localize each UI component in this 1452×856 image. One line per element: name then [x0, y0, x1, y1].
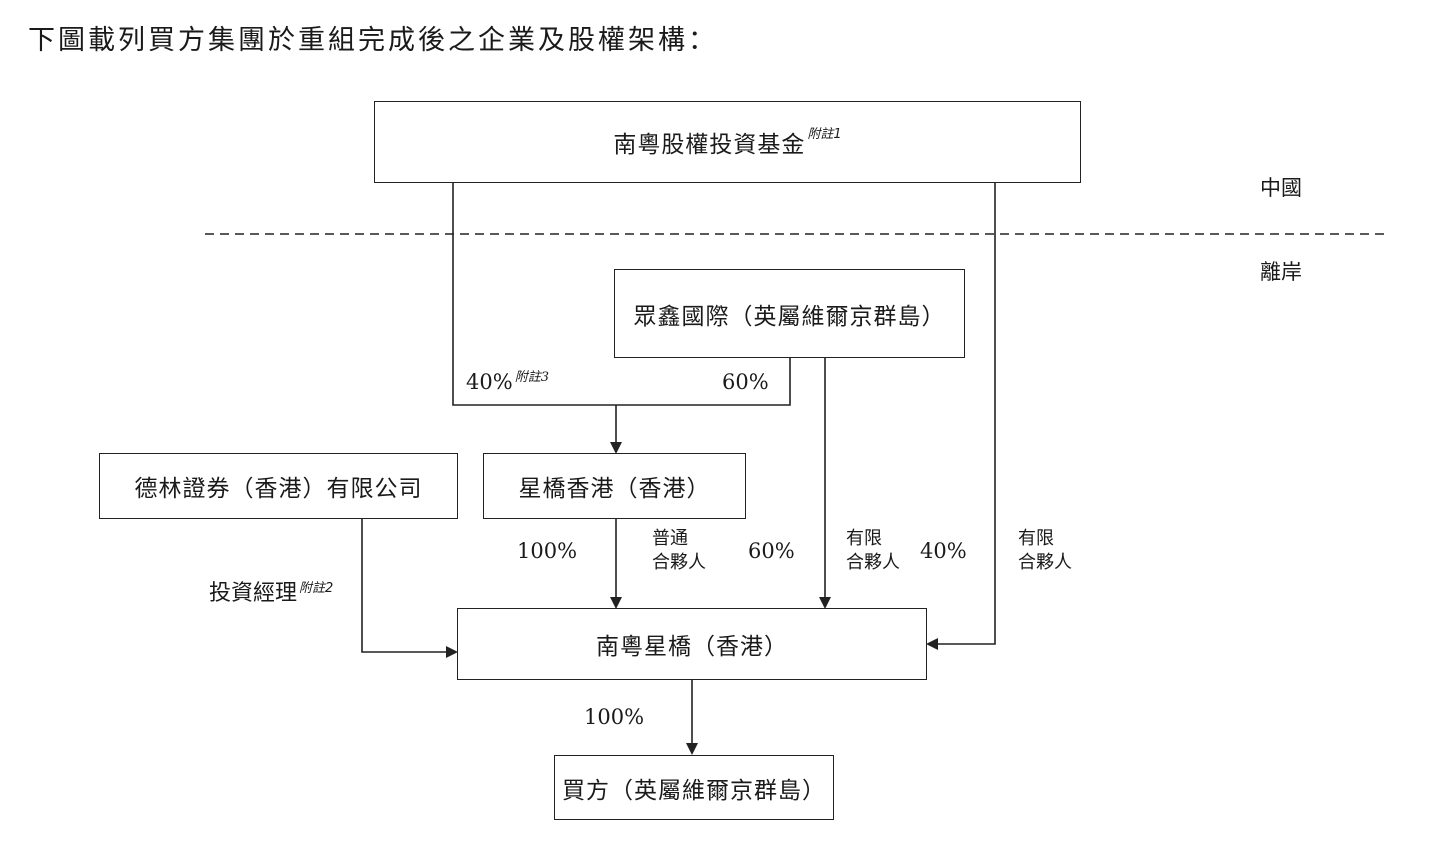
entity-nanyue-xingqiao-label: 南粵星橋（香港） [596, 634, 788, 660]
pct-fund-xingqiao: 40%附註3 [466, 370, 549, 394]
role-xingqiao-nanyue-line2: 合夥人 [652, 552, 706, 573]
pct-nanyue-buyer: 100% [584, 705, 645, 729]
entity-delin-label: 德林證券（香港）有限公司 [134, 476, 423, 502]
pct-zhongxin-xingqiao: 60% [722, 370, 769, 394]
edge-delin-nanyue [361, 518, 458, 658]
role-fund-nanyue-line1: 有限 [1018, 528, 1054, 549]
pct-zhongxin-nanyue: 60% [748, 539, 795, 563]
pct-fund-nanyue: 40% [920, 539, 967, 563]
role-zhongxin-nanyue-line2: 合夥人 [846, 552, 900, 573]
entity-fund: 南粵股權投資基金附註1 [374, 101, 1081, 183]
role-xingqiao-nanyue-line1: 普通 [652, 528, 688, 549]
entity-zhongxin: 眾鑫國際（英屬維爾京群島） [614, 269, 965, 358]
entity-delin: 德林證券（香港）有限公司 [99, 453, 458, 519]
entity-xingqiao: 星橋香港（香港） [483, 453, 746, 519]
entity-xingqiao-label: 星橋香港（香港） [518, 476, 711, 502]
entity-buyer: 買方（英屬維爾京群島） [554, 755, 834, 820]
role-xingqiao-nanyue: 普通合夥人 [652, 527, 706, 575]
region-offshore: 離岸 [1260, 260, 1302, 284]
region-china: 中國 [1260, 176, 1302, 200]
edge-fund-nanyue [926, 182, 996, 650]
role-fund-nanyue: 有限合夥人 [1018, 527, 1072, 575]
pct-xingqiao-nanyue: 100% [517, 539, 578, 563]
role-zhongxin-nanyue: 有限合夥人 [846, 527, 900, 575]
pct-fund-xingqiao-note: 附註3 [514, 370, 549, 385]
edge-fund-xingqiao [452, 182, 616, 406]
pct-fund-xingqiao-value: 40% [466, 370, 513, 394]
role-zhongxin-nanyue-line1: 有限 [846, 528, 882, 549]
entity-zhongxin-label: 眾鑫國際（英屬維爾京群島） [633, 303, 946, 330]
label-investment-manager: 投資經理附註2 [209, 575, 333, 607]
entity-fund-label: 南粵股權投資基金 [613, 132, 806, 158]
entity-buyer-label: 買方（英屬維爾京群島） [562, 777, 826, 804]
intro-text: 下圖載列買方集團於重組完成後之企業及股權架構： [28, 25, 718, 56]
label-investment-manager-text: 投資經理 [209, 581, 298, 606]
label-investment-manager-note: 附註2 [299, 581, 334, 596]
edge-zhongxin-xingqiao [616, 357, 791, 406]
fund-note: 附註1 [807, 126, 842, 142]
role-fund-nanyue-line2: 合夥人 [1018, 552, 1072, 573]
entity-nanyue-xingqiao: 南粵星橋（香港） [457, 608, 927, 680]
